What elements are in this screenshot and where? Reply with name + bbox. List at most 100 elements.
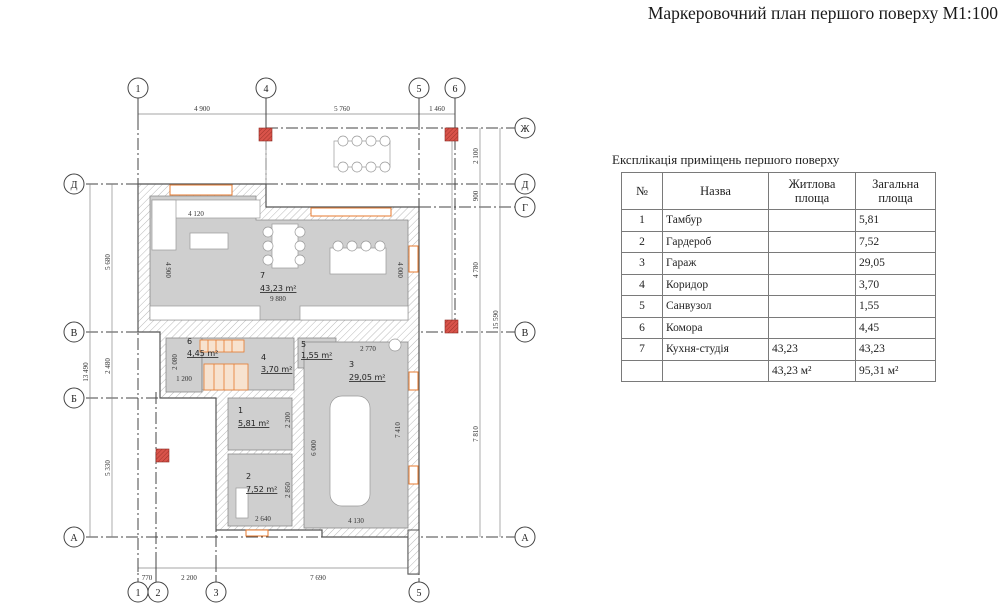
cell-living: 43,23 (768, 338, 856, 361)
svg-text:770: 770 (142, 574, 153, 582)
svg-text:А: А (70, 533, 78, 544)
svg-text:4 000: 4 000 (396, 262, 404, 278)
cell-no: 3 (621, 252, 663, 275)
axis-bubbles (63, 77, 536, 603)
cell-name: Санвузол (662, 295, 769, 318)
cell-total: 1,55 (855, 295, 936, 318)
header-name: Назва (662, 172, 769, 210)
cell-living (768, 273, 856, 296)
svg-text:А: А (521, 533, 529, 544)
cell-total: 5,81 (855, 209, 936, 232)
svg-text:4 900: 4 900 (164, 262, 172, 278)
svg-text:900: 900 (472, 190, 480, 201)
svg-text:3,70 m²: 3,70 m² (261, 365, 292, 374)
explication-table: № Назва Житлова площа Загальна площа 1 Т… (621, 172, 936, 382)
header-total: Загальна площа (855, 172, 936, 210)
svg-text:13 490: 13 490 (82, 362, 90, 382)
cell-living (768, 209, 856, 232)
table-row: 2 Гардероб 7,52 (621, 230, 936, 253)
svg-text:Д: Д (71, 180, 78, 191)
svg-text:2: 2 (156, 588, 161, 599)
cell-no: 1 (621, 209, 663, 232)
windows (169, 184, 419, 537)
svg-text:15 590: 15 590 (492, 310, 500, 330)
svg-text:7 690: 7 690 (310, 574, 326, 582)
cell-living (768, 230, 856, 253)
drawing-title: Маркеровочний план першого поверху М1:10… (647, 3, 998, 23)
table-header: № Назва Житлова площа Загальна площа (621, 172, 936, 210)
total-living: 43,23 м² (768, 359, 856, 382)
svg-text:7,52 m²: 7,52 m² (246, 485, 277, 494)
svg-text:2 640: 2 640 (255, 515, 271, 523)
table-row: 5 Санвузол 1,55 (621, 295, 936, 318)
floor-plan: 1 4 5 6 1 2 3 5 Д В Б А Ж Д Г В А 4 900 … (63, 77, 536, 603)
table-row: 7 Кухня-студія 43,23 43,23 (621, 338, 936, 361)
svg-text:4: 4 (261, 353, 266, 362)
svg-text:2 770: 2 770 (360, 345, 376, 353)
svg-text:1: 1 (136, 588, 141, 599)
cell-no: 6 (621, 316, 663, 339)
svg-text:43,23 m²: 43,23 m² (260, 284, 296, 293)
dimension-texts: 4 900 5 760 1 460 770 2 200 7 690 13 490… (82, 105, 500, 582)
cell-no: 4 (621, 273, 663, 296)
cell-total: 3,70 (855, 273, 936, 296)
svg-text:6: 6 (453, 84, 458, 95)
cell-living (768, 252, 856, 275)
table-row: 4 Коридор 3,70 (621, 273, 936, 296)
cell-name: Гараж (662, 252, 769, 275)
svg-text:Б: Б (71, 394, 77, 405)
columns (155, 127, 459, 463)
cell-living (768, 295, 856, 318)
svg-text:4 130: 4 130 (348, 517, 364, 525)
svg-text:1: 1 (238, 406, 243, 415)
cell-name: Гардероб (662, 230, 769, 253)
room-storage (165, 337, 203, 393)
cell-no: 5 (621, 295, 663, 318)
dimension-lines (89, 113, 501, 569)
svg-text:5 760: 5 760 (334, 105, 350, 113)
cell-total: 7,52 (855, 230, 936, 253)
svg-text:2 100: 2 100 (472, 148, 480, 164)
table-row: 6 Комора 4,45 (621, 316, 936, 339)
svg-text:2 200: 2 200 (284, 412, 292, 428)
cell-no: 7 (621, 338, 663, 361)
svg-text:5: 5 (301, 340, 306, 349)
cell-no (621, 359, 663, 382)
svg-text:1,55 m²: 1,55 m² (301, 351, 332, 360)
cell-name: Кухня-студія (662, 338, 769, 361)
svg-text:В: В (71, 328, 78, 339)
svg-text:6 000: 6 000 (310, 440, 318, 456)
cell-living (768, 316, 856, 339)
svg-text:7: 7 (260, 271, 265, 280)
svg-text:4,45 m²: 4,45 m² (187, 349, 218, 358)
svg-text:4 900: 4 900 (194, 105, 210, 113)
header-no: № (621, 172, 663, 210)
svg-text:2 480: 2 480 (104, 358, 112, 374)
cell-name (662, 359, 769, 382)
svg-text:2 080: 2 080 (171, 354, 179, 370)
svg-text:4 120: 4 120 (188, 210, 204, 218)
svg-text:5,81 m²: 5,81 m² (238, 419, 269, 428)
cell-no: 2 (621, 230, 663, 253)
table-totals-row: 43,23 м² 95,31 м² (621, 359, 936, 382)
svg-text:В: В (522, 328, 529, 339)
svg-text:6: 6 (187, 337, 192, 346)
svg-text:29,05 m²: 29,05 m² (349, 373, 385, 382)
svg-text:Д: Д (522, 180, 529, 191)
svg-text:1 200: 1 200 (176, 375, 192, 383)
table-row: 3 Гараж 29,05 (621, 252, 936, 275)
svg-text:7 810: 7 810 (472, 426, 480, 442)
svg-text:4: 4 (264, 84, 269, 95)
svg-text:9 880: 9 880 (270, 295, 286, 303)
svg-text:Ж: Ж (521, 124, 530, 135)
header-living: Житлова площа (768, 172, 856, 210)
total-area: 95,31 м² (855, 359, 936, 382)
room-vestibule (227, 397, 293, 451)
svg-text:3: 3 (349, 360, 354, 369)
explication-title: Експлікація приміщень першого поверху (612, 152, 840, 167)
cell-name: Тамбур (662, 209, 769, 232)
svg-text:5: 5 (417, 588, 422, 599)
cell-name: Коридор (662, 273, 769, 296)
svg-text:1: 1 (136, 84, 141, 95)
cell-total: 4,45 (855, 316, 936, 339)
